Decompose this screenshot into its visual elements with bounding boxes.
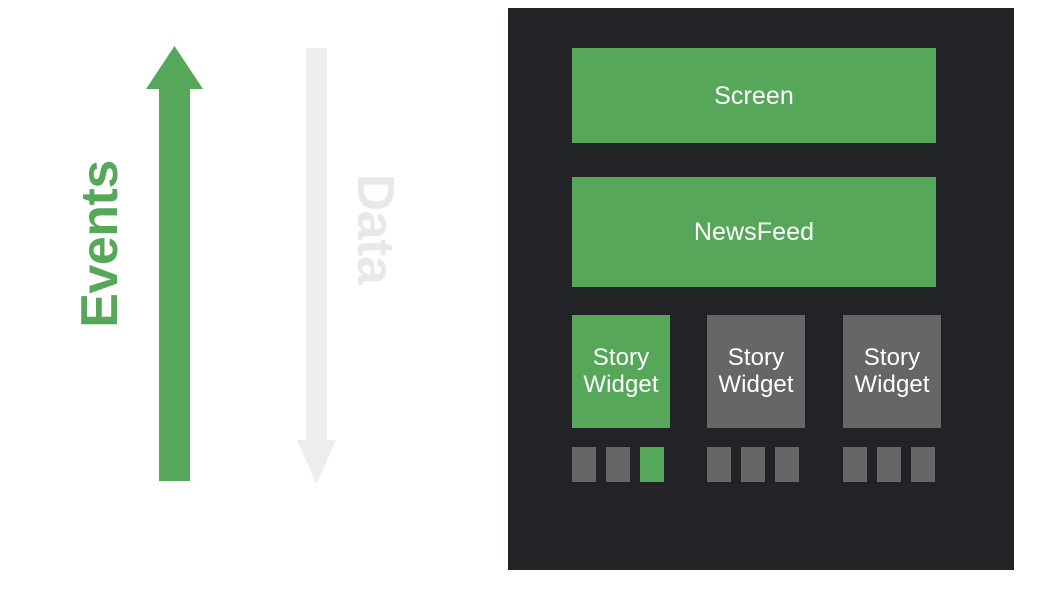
- leaf-chip-2-2[interactable]: [911, 447, 935, 482]
- leaf-chip-0-2[interactable]: [640, 447, 664, 482]
- newsfeed-block[interactable]: NewsFeed: [572, 177, 936, 287]
- story-widget-block-2-line2: Widget: [854, 370, 930, 398]
- leaf-chip-group-2: [843, 447, 935, 482]
- screen-block[interactable]: Screen: [572, 48, 936, 143]
- events-axis-label: Events: [71, 160, 129, 328]
- story-widget-block-1[interactable]: Story Widget: [707, 315, 805, 428]
- story-widget-block-1-line2: Widget: [718, 370, 794, 398]
- story-widget-block-1-label: Story Widget: [707, 343, 805, 399]
- story-widget-block-2-line1: Story: [863, 343, 921, 371]
- story-widget-block-2-label: Story Widget: [843, 343, 941, 399]
- leaf-chip-1-2[interactable]: [775, 447, 799, 482]
- leaf-chip-0-0[interactable]: [572, 447, 596, 482]
- story-widget-block-0[interactable]: Story Widget: [572, 315, 670, 428]
- leaf-chip-2-0[interactable]: [843, 447, 867, 482]
- leaf-chip-1-0[interactable]: [707, 447, 731, 482]
- data-arrow-icon: [297, 48, 336, 484]
- story-widget-block-1-line1: Story: [727, 343, 785, 371]
- newsfeed-block-label: NewsFeed: [693, 218, 815, 246]
- data-axis-label: Data: [346, 173, 404, 285]
- leaf-chip-group-1: [707, 447, 799, 482]
- story-widget-block-0-label: Story Widget: [572, 343, 670, 399]
- leaf-chip-group-0: [572, 447, 664, 482]
- leaf-chip-0-1[interactable]: [606, 447, 630, 482]
- story-widget-block-0-line2: Widget: [583, 370, 659, 398]
- story-widget-block-0-line1: Story: [592, 343, 650, 371]
- events-arrow-icon: [146, 46, 203, 481]
- story-widget-block-2[interactable]: Story Widget: [843, 315, 941, 428]
- leaf-chip-2-1[interactable]: [877, 447, 901, 482]
- component-tree-panel: Screen NewsFeed Story Widget Story Widge…: [508, 8, 1014, 570]
- screen-block-label: Screen: [714, 81, 794, 110]
- leaf-chip-1-1[interactable]: [741, 447, 765, 482]
